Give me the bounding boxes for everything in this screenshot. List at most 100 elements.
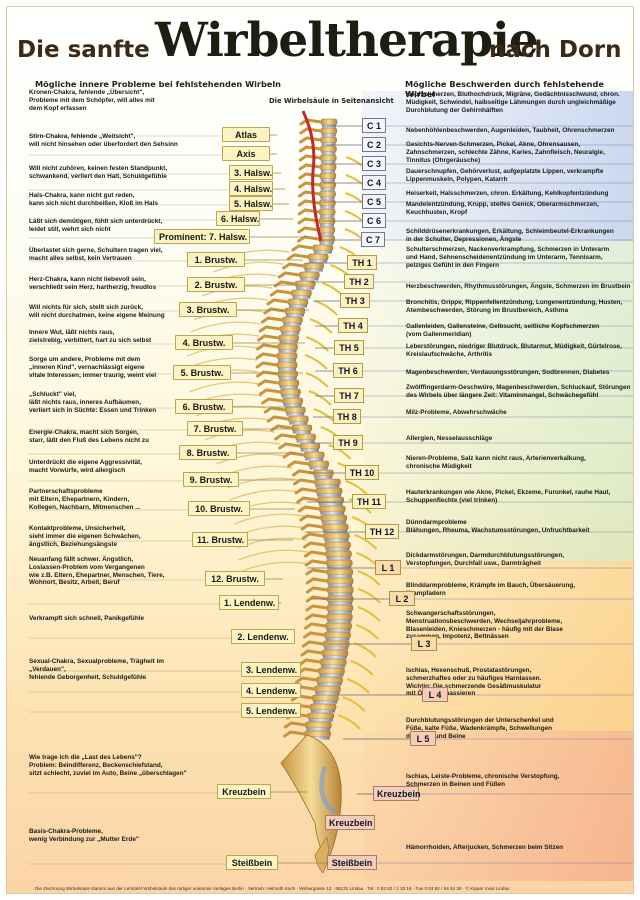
spinal-nerve (342, 696, 366, 712)
vertebral-body (326, 568, 354, 576)
vertebral-body (320, 118, 338, 126)
intervertebral-disc (279, 341, 298, 344)
vertebral-body (279, 325, 301, 333)
right-complaint-text: Gesichts-Nerven-Schmerzen, Pickel, Akne,… (406, 141, 605, 164)
spinous-process (260, 316, 284, 324)
left-problem-text: Hals-Chakra, kann nicht gut reden, kann … (29, 192, 158, 207)
intervertebral-disc (327, 620, 352, 623)
intervertebral-disc (320, 197, 335, 200)
spinous-process (274, 433, 298, 441)
right-vertebra-label: TH 10 (345, 465, 379, 480)
spinous-process (286, 253, 310, 261)
right-vertebra-label: TH 6 (333, 363, 363, 378)
intervertebral-disc (327, 566, 352, 569)
vertebral-body (288, 415, 309, 423)
left-problem-text: Stirn-Chakra, fehlende „Weitsicht", will… (29, 133, 178, 148)
spinous-process (266, 415, 290, 423)
right-vertebra-label: TH 3 (340, 293, 370, 308)
left-problem-text: Wie trage ich die „Last des Lebens"? Pro… (29, 754, 187, 777)
left-vertebra-label: 6. Brustw. (175, 399, 233, 414)
intervertebral-disc (285, 314, 304, 317)
intervertebral-disc (328, 602, 353, 605)
vertebral-body (324, 631, 351, 639)
right-complaint-text: Leberstörungen, niedriger Blutdruck, Blu… (406, 343, 622, 358)
right-complaint-text: Hämorrhoiden, Afterjucken, Schmerzen bei… (406, 844, 564, 851)
spinous-process (291, 244, 315, 252)
right-complaint-text: Kopfschmerzen, Bluthochdruck, Migräne, G… (406, 91, 620, 114)
rib-stub (229, 489, 300, 501)
intervertebral-disc (281, 395, 300, 398)
intervertebral-disc (309, 260, 328, 263)
right-vertebra-label: C 3 (362, 156, 386, 171)
intervertebral-disc (319, 224, 334, 227)
intervertebral-disc (321, 143, 336, 146)
intervertebral-disc (289, 422, 308, 425)
title-part-1: Die sanfte (17, 37, 150, 63)
left-vertebra-label: 7. Brustw. (187, 421, 243, 436)
vertebral-body (314, 478, 341, 486)
right-complaint-text: Milz-Probleme, Abwehrschwäche (406, 409, 507, 416)
intervertebral-disc (315, 692, 340, 695)
right-complaint-text: Heiserkeit, Halsschmerzen, chron. Erkält… (406, 190, 609, 197)
left-vertebra-label: Axis (222, 146, 270, 161)
right-complaint-text: Nebenhöhlenbeschwerden, Augenleiden, Tau… (406, 127, 615, 134)
intervertebral-disc (321, 161, 336, 164)
vertebral-body (325, 559, 353, 567)
right-vertebra-label: TH 8 (333, 409, 361, 424)
spinous-process (297, 667, 321, 675)
right-complaint-text: Ischias, Leiste-Probleme, chronische Ver… (406, 773, 560, 788)
intervertebral-disc (326, 557, 351, 560)
left-vertebra-label: 12. Brustw. (205, 571, 265, 586)
spinous-process (261, 397, 285, 405)
intervertebral-disc (286, 413, 305, 416)
spinous-process (298, 190, 322, 198)
right-vertebra-label: L 1 (375, 560, 401, 575)
intervertebral-disc (321, 521, 346, 524)
right-column-header: Mögliche Beschwerden durch fehlstehende … (405, 79, 604, 99)
right-complaint-text: Mandelentzündung, Krupp, steifes Genick,… (406, 201, 599, 216)
left-problem-text: „Schluckt" viel, läßt nichts raus, inner… (29, 391, 157, 414)
right-complaint-text: Durchblutungsstörungen der Unterschenkel… (406, 717, 554, 740)
spinal-nerve (305, 372, 329, 388)
vertebral-body (314, 685, 341, 693)
intervertebral-disc (320, 215, 335, 218)
spinous-process (301, 532, 325, 540)
spinal-nerve (314, 300, 338, 316)
left-problem-text: Partnerschaftsprobleme mit Eltern, Ehepa… (29, 488, 141, 511)
spinal-nerve (309, 318, 333, 334)
vertebral-body (276, 361, 298, 369)
vertebral-body (326, 577, 354, 585)
intervertebral-disc (305, 737, 330, 740)
intervertebral-disc (320, 206, 335, 209)
spinous-process (256, 343, 280, 351)
left-vertebra-label: Kreuzbein (217, 784, 271, 799)
left-vertebra-label: 6. Halsw. (216, 211, 260, 226)
right-vertebra-label: TH 2 (344, 274, 374, 289)
intervertebral-disc (296, 287, 315, 290)
left-vertebra-label: 1. Brustw. (187, 252, 245, 267)
vertebral-artery (301, 110, 323, 242)
intervertebral-disc (278, 359, 297, 362)
left-vertebra-label: 3. Brustw. (179, 302, 237, 317)
vertebral-body (323, 532, 350, 540)
spinous-process (263, 406, 287, 414)
rib-stub (239, 561, 310, 573)
vertebral-body (308, 460, 329, 468)
right-vertebra-label: C 2 (362, 137, 386, 152)
intervertebral-disc (321, 665, 346, 668)
vertebral-body (291, 289, 312, 297)
spinous-process (298, 658, 322, 666)
vertebral-body (305, 721, 332, 729)
intervertebral-disc (328, 593, 353, 596)
spinous-process (297, 217, 321, 225)
intervertebral-disc (327, 575, 352, 578)
vertebral-body (312, 694, 339, 702)
spinous-process (298, 181, 322, 189)
sacrum (280, 734, 342, 864)
left-problem-text: Neuanfang fällt schwer. Ängstlich, Losla… (29, 556, 165, 587)
spinous-process (296, 496, 320, 504)
right-vertebra-label: C 5 (362, 194, 386, 209)
left-problem-text: Verkrampft sich schnell, Panikgefühle (29, 615, 145, 622)
intervertebral-disc (318, 503, 343, 506)
right-complaint-text: Dickdarmstörungen, Darmdurchblutungsstör… (406, 552, 565, 567)
